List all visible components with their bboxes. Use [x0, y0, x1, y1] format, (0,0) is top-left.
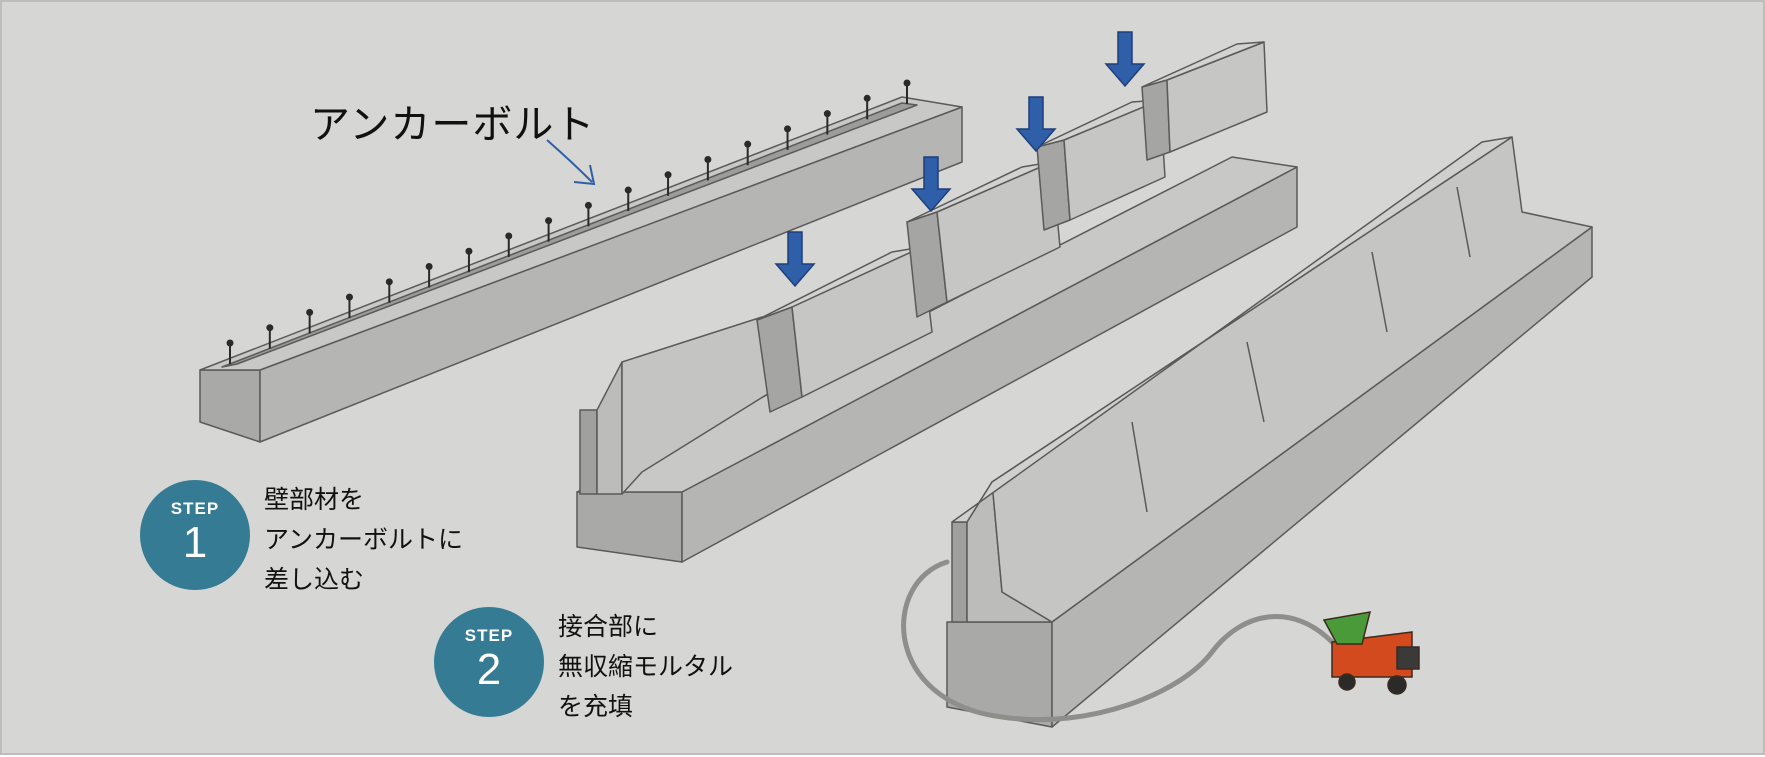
- grout-pump-machine: [1324, 612, 1419, 694]
- anchor-bolt-head: [267, 325, 272, 330]
- step-2-description: 接合部に 無収縮モルタル を充填: [558, 607, 733, 727]
- anchor-bolt-head: [905, 81, 910, 86]
- step-1-line-3: 差し込む: [264, 560, 463, 600]
- anchor-bolt-head: [666, 172, 671, 177]
- anchor-bolt-head: [745, 142, 750, 147]
- anchor-bolt-head: [785, 126, 790, 131]
- anchor-bolt-head: [466, 249, 471, 254]
- anchor-bolt-head: [506, 233, 511, 238]
- anchor-bolt-head: [626, 188, 631, 193]
- step-2-line-2: 無収縮モルタル: [558, 647, 733, 687]
- anchor-bolt-head: [865, 96, 870, 101]
- step-1-line-2: アンカーボルトに: [264, 520, 463, 560]
- step-1-badge: STEP 1: [140, 480, 250, 590]
- anchor-bolt-head: [705, 157, 710, 162]
- step-1-line-1: 壁部材を: [264, 480, 463, 520]
- anchor-bolt-head: [546, 218, 551, 223]
- step-1-number: 1: [140, 521, 250, 565]
- anchor-bolt-head: [387, 279, 392, 284]
- anchor-bolt-head: [347, 295, 352, 300]
- step-1-word: STEP: [140, 499, 250, 519]
- anchor-bolt-head: [427, 264, 432, 269]
- step-2-number: 2: [434, 648, 544, 692]
- anchor-bolt-head: [825, 111, 830, 116]
- anchor-bolt-label: アンカーボルト: [310, 92, 595, 150]
- step-1-description: 壁部材を アンカーボルトに 差し込む: [264, 480, 463, 600]
- step-2-word: STEP: [434, 626, 544, 646]
- anchor-bolt-head: [586, 203, 591, 208]
- anchor-bolt-head: [307, 310, 312, 315]
- step-2-badge: STEP 2: [434, 607, 544, 717]
- step-2-line-1: 接合部に: [558, 607, 733, 647]
- anchor-bolt-head: [228, 341, 233, 346]
- step-2-line-3: を充填: [558, 687, 733, 727]
